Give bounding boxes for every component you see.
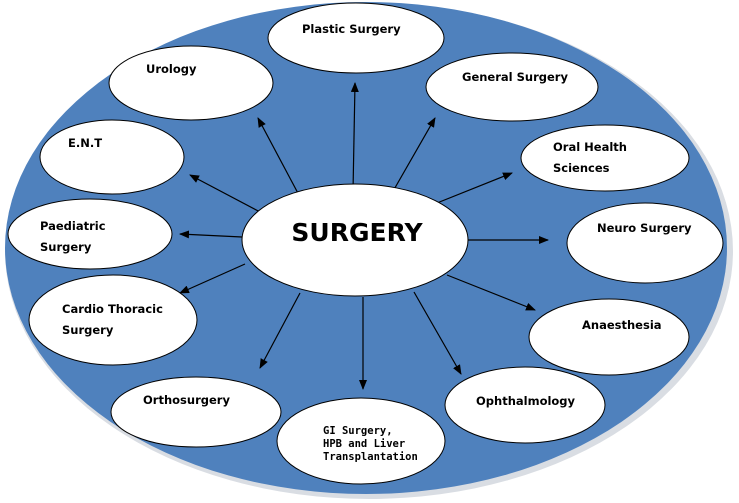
arrow-to-general-surgery [391,117,436,194]
node-anaesthesia: Anaesthesia [528,298,690,376]
arrow-to-ent [189,174,263,214]
node-ellipse [39,119,185,195]
node-label: Transplantation [323,451,418,463]
node-label: Ophthalmology [476,394,576,408]
node-ellipse [528,298,690,376]
node-general-surgery: General Surgery [425,52,599,122]
node-label: Plastic Surgery [302,22,401,36]
arrow-to-paediatric-surgery [179,230,243,239]
node-label: Surgery [40,240,92,254]
node-ellipse [425,52,599,122]
node-plastic-surgery: Plastic Surgery [267,2,445,74]
node-label: Sciences [553,161,610,175]
node-label: GI Surgery, [323,425,393,437]
node-ellipse [7,198,173,270]
node-label: Oral Health [553,140,627,154]
node-ellipse [108,45,274,121]
arrow-to-plastic-surgery [350,82,359,193]
center-ellipse [241,183,469,297]
node-label: General Surgery [462,70,568,84]
arrow-to-cardio-thoracic-surgery [179,263,246,294]
node-ellipse [267,2,445,74]
node-label: Surgery [62,323,114,337]
node-ellipse [520,124,690,192]
node-orthosurgery: Orthosurgery [110,376,282,448]
arrow-to-orthosurgery [259,292,301,369]
node-label: Urology [146,62,197,76]
node-neuro-surgery: Neuro Surgery [566,202,724,284]
node-label: Cardio Thoracic [62,302,163,316]
node-urology: Urology [108,45,274,121]
node-label: Anaesthesia [582,318,662,332]
arrow-to-urology [257,117,301,198]
arrows-layer [179,82,549,390]
center-node: SURGERY [241,183,469,297]
node-label: HPB and Liver [323,438,405,450]
arrow-to-anaesthesia [446,274,536,311]
node-ellipse [28,274,198,366]
node-ellipse [444,366,606,444]
node-ophthalmology: Ophthalmology [444,366,606,444]
arrow-to-ophthalmology [413,291,462,375]
node-label: E.N.T [68,136,102,150]
node-label: Orthosurgery [143,393,230,407]
node-label: Neuro Surgery [597,221,692,235]
node-ellipse [276,397,446,485]
node-label: Paediatric [40,219,106,233]
arrow-to-oral-health-sciences [431,172,513,206]
node-ellipse [566,202,724,284]
node-ent: E.N.T [39,119,185,195]
node-ellipse [110,376,282,448]
center-label: SURGERY [291,218,423,247]
